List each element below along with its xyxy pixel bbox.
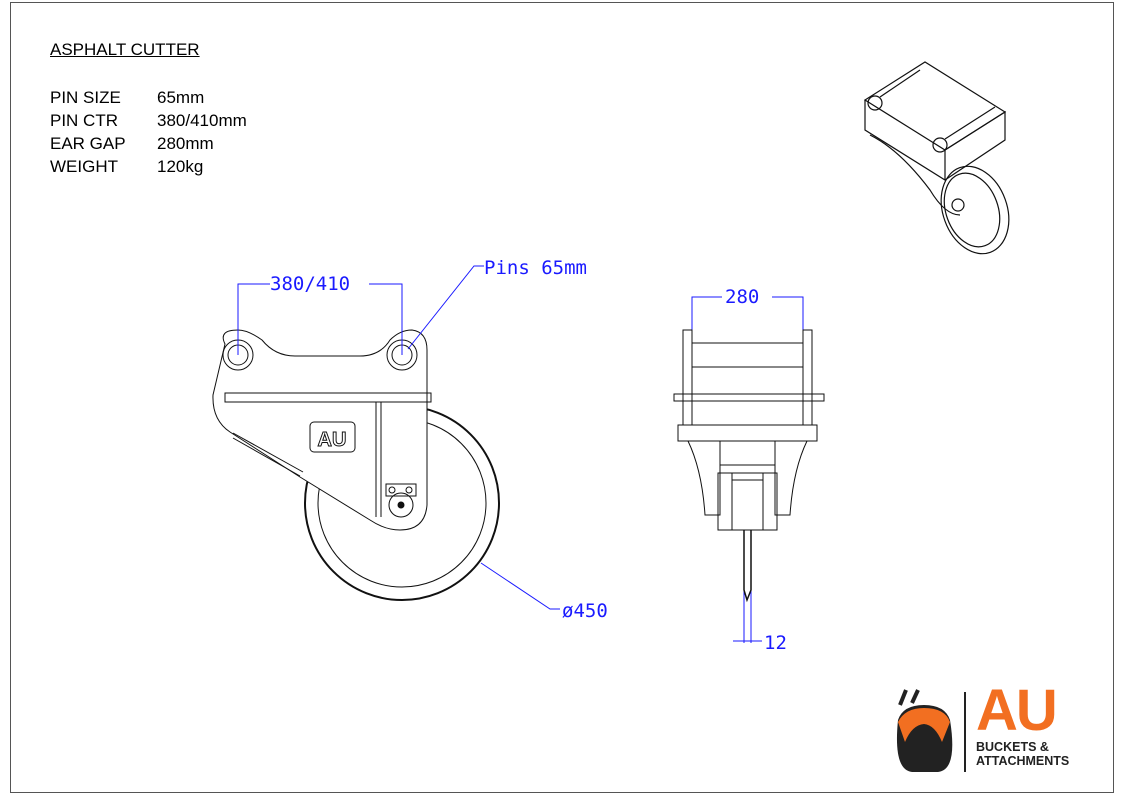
brand-logo: AU BUCKETS & ATTACHMENTS bbox=[976, 678, 1070, 769]
spec-table: PIN SIZE 65mm PIN CTR 380/410mm EAR GAP 280… bbox=[50, 86, 247, 178]
brand-logo-line1: BUCKETS & bbox=[976, 740, 1049, 754]
spec-value: 280mm bbox=[157, 134, 214, 153]
brand-logo-line2: ATTACHMENTS bbox=[976, 754, 1070, 768]
spec-row: PIN SIZE 65mm bbox=[50, 86, 247, 109]
ear-gap-dimension: 280 bbox=[725, 286, 759, 308]
pin-centers-dimension: 380/410 bbox=[270, 273, 350, 295]
hub bbox=[388, 492, 414, 518]
spec-value: 120kg bbox=[157, 157, 204, 176]
isometric-view bbox=[863, 61, 1010, 255]
spec-label: PIN SIZE bbox=[50, 88, 121, 107]
spec-label: WEIGHT bbox=[50, 157, 118, 176]
spec-label: PIN CTR bbox=[50, 111, 118, 130]
spec-row: WEIGHT 120kg bbox=[50, 155, 247, 178]
side-view bbox=[673, 329, 825, 603]
drawing-title: ASPHALT CUTTER bbox=[50, 40, 200, 59]
spec-row: PIN CTR 380/410mm bbox=[50, 109, 247, 132]
brand-logo-icon bbox=[896, 689, 966, 772]
bracket-plate bbox=[212, 329, 428, 531]
spec-row: EAR GAP 280mm bbox=[50, 132, 247, 155]
au-plate bbox=[309, 421, 356, 453]
blade-thickness-dimension: 12 bbox=[764, 632, 787, 654]
front-view bbox=[212, 329, 500, 601]
dimension-lines bbox=[237, 265, 804, 643]
drawing-frame bbox=[10, 2, 1114, 793]
plate-logo-text: AU bbox=[318, 429, 347, 451]
spec-value: 65mm bbox=[157, 88, 205, 107]
pins-label: Pins 65mm bbox=[484, 257, 587, 279]
spec-label: EAR GAP bbox=[50, 134, 126, 153]
spec-value: 380/410mm bbox=[157, 111, 247, 130]
top-plate bbox=[224, 392, 432, 403]
diameter-dimension: ø450 bbox=[562, 600, 608, 622]
brand-logo-mark: AU bbox=[976, 678, 1058, 743]
